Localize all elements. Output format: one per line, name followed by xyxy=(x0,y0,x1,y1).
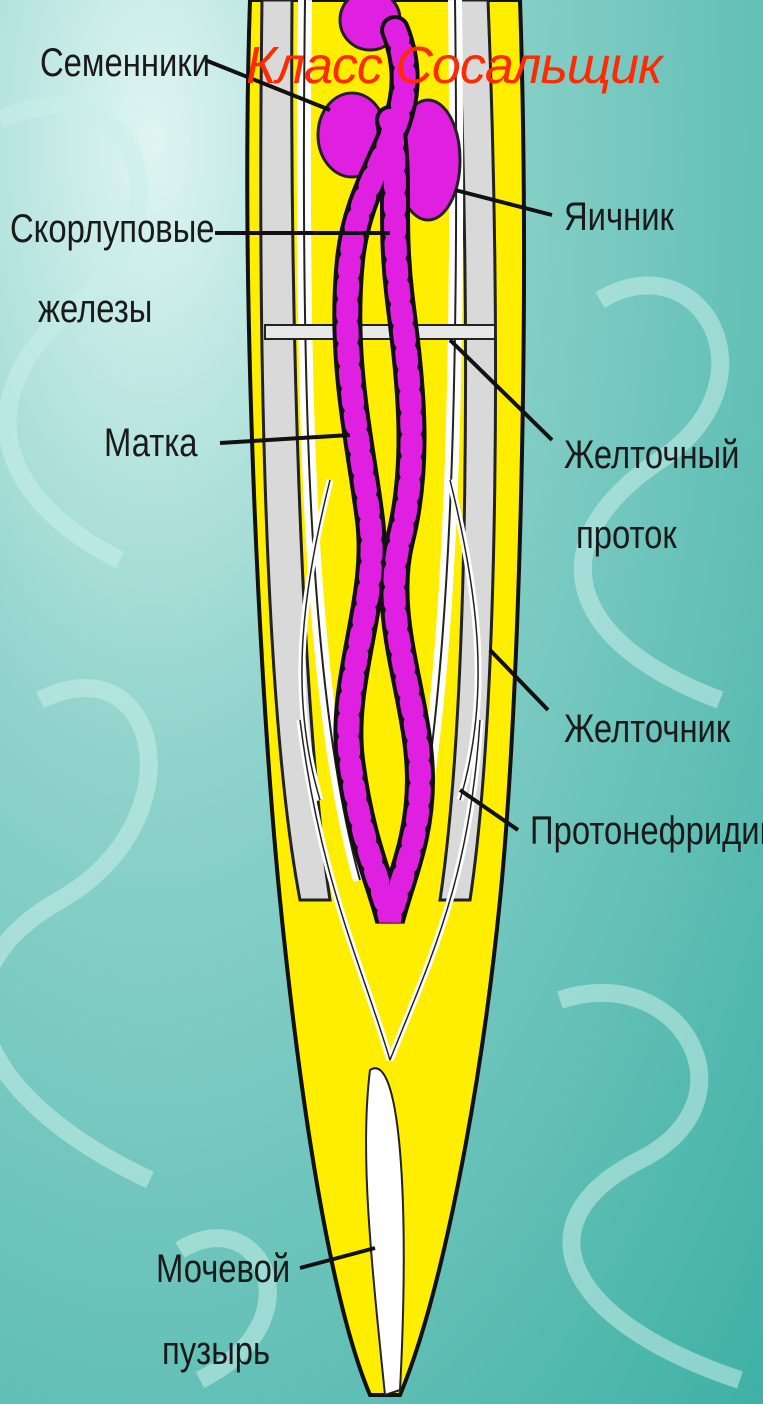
vitelline-duct xyxy=(265,325,495,339)
label-shell-glands-2: железы xyxy=(38,286,152,332)
label-protonephridium: Протонефридий xyxy=(530,808,763,854)
label-bladder-2: пузырь xyxy=(162,1328,270,1374)
page-title: Класс Сосальщик xyxy=(246,36,662,96)
label-vitelline-duct-1: Желточный xyxy=(564,432,739,478)
label-shell-glands-1: Скорлуповые xyxy=(10,206,215,252)
label-bladder-1: Мочевой xyxy=(156,1246,290,1292)
label-uterus: Матка xyxy=(104,420,198,466)
label-testes: Семенники xyxy=(40,40,210,86)
label-ovary: Яичник xyxy=(564,194,674,240)
label-vitellarium: Желточник xyxy=(564,706,730,752)
label-vitelline-duct-2: проток xyxy=(576,512,677,558)
